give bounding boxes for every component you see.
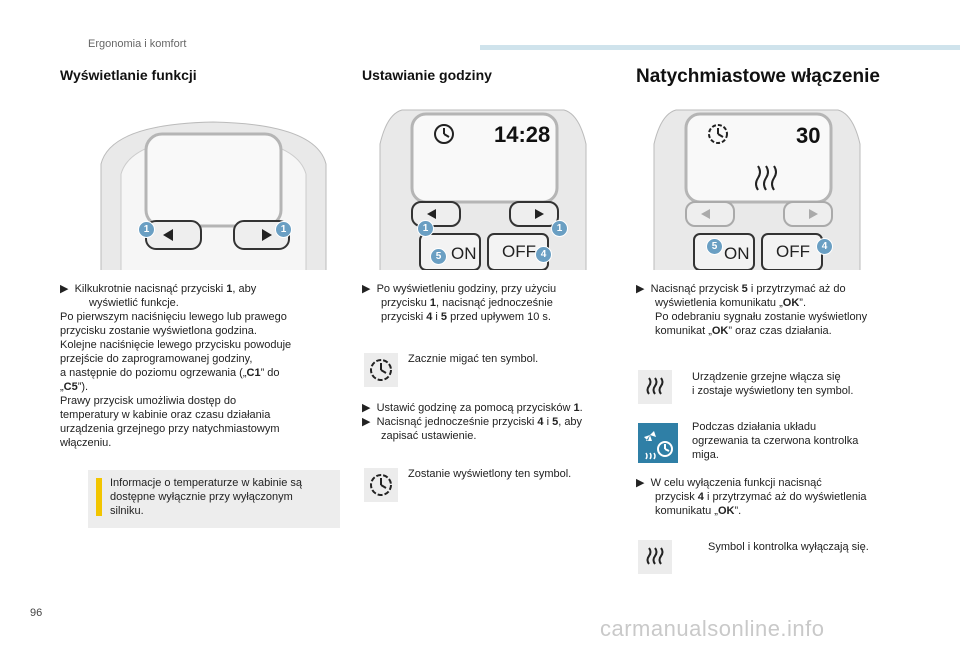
arrow-bullet-icon: ▶ <box>362 283 371 295</box>
col3-steps-2: ▶ W celu wyłączenia funkcji nacisnąć prz… <box>636 477 867 517</box>
off-text: Symbol i kontrolka wyłączają się. <box>708 541 869 553</box>
page-number: 96 <box>30 607 43 619</box>
heat-off-icon-box <box>638 540 672 574</box>
arrow-bullet-icon: ▶ <box>60 283 69 295</box>
info-box: Informacje o temperaturze w kabinie są d… <box>88 470 340 528</box>
clock-shown-icon-box <box>364 468 398 502</box>
clock-icon <box>370 474 392 496</box>
col2-steps-1: ▶ Po wyświetleniu godziny, przy użyciu p… <box>362 283 557 323</box>
col2-title: Ustawianie godziny <box>362 67 492 83</box>
clock-icon <box>370 359 392 381</box>
info-icon <box>96 478 102 516</box>
display-value: 30 <box>796 123 821 148</box>
badge-5: 5 <box>430 248 447 265</box>
off-button-label-2: OFF <box>776 242 810 261</box>
heat-waves-icon <box>646 547 664 565</box>
badge-1a: 1 <box>417 220 434 237</box>
clock-blink-icon-box <box>364 353 398 387</box>
heat-waves-icon <box>646 377 664 395</box>
badge-1-left: 1 <box>138 221 155 238</box>
shown-text: Zostanie wyświetlony ten symbol. <box>408 468 572 480</box>
off-button-label: OFF <box>502 242 536 261</box>
display-time: 14:28 <box>494 122 551 147</box>
badge-1b: 1 <box>551 220 568 237</box>
on-button-label-2: ON <box>724 244 750 263</box>
illustration-set-clock <box>372 104 594 271</box>
arrow-bullet-icon: ▶ <box>636 283 645 295</box>
badge-5-col3: 5 <box>706 238 723 255</box>
blink-text: Zacznie migać ten symbol. <box>408 353 539 365</box>
col2-steps-2: ▶ Ustawić godzinę za pomocą przycisków 1… <box>362 402 583 442</box>
heat-text: Urządzenie grzejne włącza się i zostaje … <box>692 371 854 397</box>
illustration-display-functions <box>91 104 336 270</box>
fan-timer-icon <box>644 431 673 460</box>
col1-title: Wyświetlanie funkcji <box>60 67 197 83</box>
arrow-bullet-icon: ▶ <box>362 402 371 414</box>
lamp-text: Podczas działania układu ogrzewania ta c… <box>692 421 859 461</box>
badge-4: 4 <box>535 246 552 263</box>
watermark: carmanualsonline.info <box>600 616 825 641</box>
arrow-bullet-icon: ▶ <box>636 477 645 489</box>
badge-4-col3: 4 <box>816 238 833 255</box>
heat-icon-box <box>638 370 672 404</box>
on-button-label: ON <box>451 244 477 263</box>
col3-steps-1: ▶ Nacisnąć przycisk 5 i przytrzymać aż d… <box>636 283 868 337</box>
col1-text: ▶ Kilkukrotnie nacisnąć przyciski 1, aby… <box>60 283 292 449</box>
section-label: Ergonomia i komfort <box>88 38 187 50</box>
illustration-instant-on <box>646 104 868 271</box>
header-accent-bar <box>480 45 960 50</box>
badge-1-right: 1 <box>275 221 292 238</box>
lamp-icon-box <box>638 423 678 463</box>
col3-title: Natychmiastowe włączenie <box>636 66 880 87</box>
arrow-bullet-icon: ▶ <box>362 416 371 428</box>
